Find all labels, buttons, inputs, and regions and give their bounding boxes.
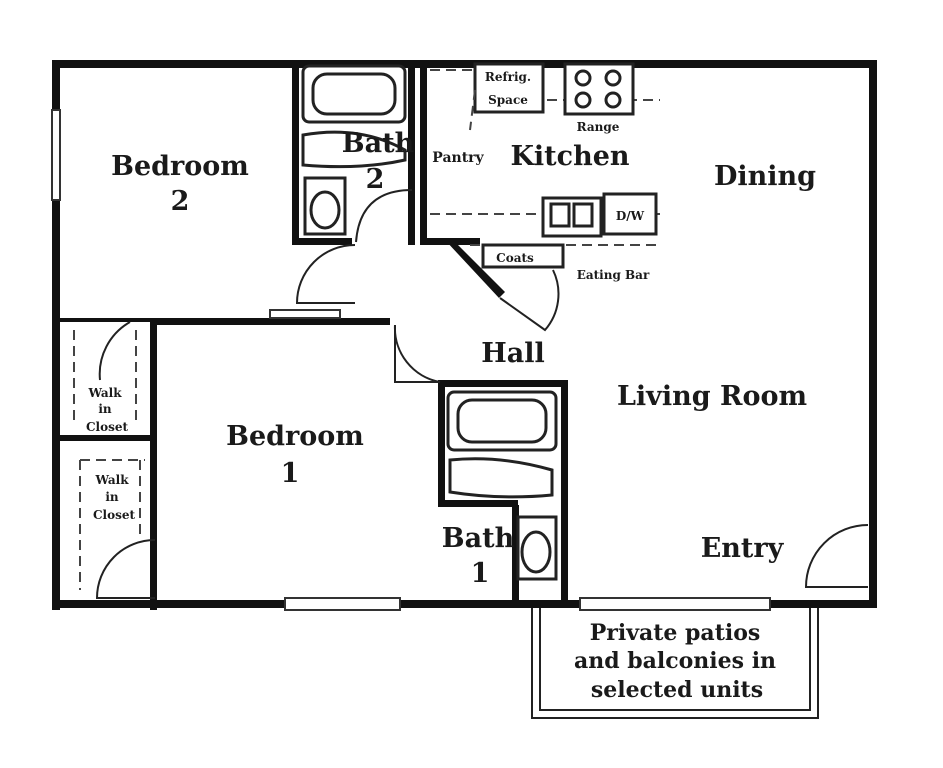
- walk-in-closet-upper-line1: Walk: [87, 386, 122, 400]
- bath2-number: 2: [366, 164, 385, 195]
- kitchen-label: Kitchen: [510, 141, 629, 172]
- patio-note-line3: selected units: [591, 677, 763, 703]
- bedroom2-label: Bedroom: [111, 151, 249, 182]
- kitchen-fixtures: [430, 62, 660, 269]
- patio-outline: [531, 608, 819, 719]
- living-room-label: Living Room: [617, 381, 807, 412]
- bath1-label: Bath: [442, 523, 515, 554]
- doors: [95, 189, 869, 599]
- bedroom1-label: Bedroom: [226, 421, 364, 452]
- bath2-fixtures: [301, 64, 407, 236]
- walk-in-closet-lower-line2: in: [105, 490, 119, 504]
- pantry-label: Pantry: [432, 150, 484, 166]
- walk-in-closet-lower-line3: Closet: [93, 508, 136, 522]
- bath2-label: Bath: [342, 128, 415, 159]
- bath1-number: 1: [471, 558, 490, 589]
- exterior-walls: [52, 60, 877, 610]
- refrig-label: Refrig.: [485, 70, 531, 84]
- coats-label: Coats: [496, 251, 534, 265]
- patio-note-line2: and balconies in: [574, 648, 776, 674]
- bedroom1-number: 1: [281, 458, 300, 489]
- patio-note-line1: Private patios: [590, 620, 761, 646]
- eating-bar-label: Eating Bar: [577, 268, 650, 282]
- windows: [51, 109, 771, 611]
- range-label: Range: [577, 120, 620, 134]
- walk-in-closet-upper-line3: Closet: [86, 420, 129, 434]
- entry-label: Entry: [701, 533, 785, 564]
- interior-walls: [60, 60, 568, 610]
- dining-label: Dining: [714, 161, 816, 192]
- bedroom2-number: 2: [171, 186, 190, 217]
- walk-in-closet-lower-line1: Walk: [94, 473, 129, 487]
- room-labels: Bedroom 2 Bath 2 Pantry Kitchen Refrig. …: [86, 70, 816, 589]
- dw-label: D/W: [616, 209, 645, 223]
- closet-rods: [73, 330, 145, 590]
- hall-label: Hall: [481, 338, 545, 369]
- refrig-space-label: Space: [488, 93, 528, 107]
- bath1-fixtures: [446, 390, 558, 581]
- walk-in-closet-upper-line2: in: [98, 402, 112, 416]
- patio-note: Private patios and balconies in selected…: [574, 620, 776, 703]
